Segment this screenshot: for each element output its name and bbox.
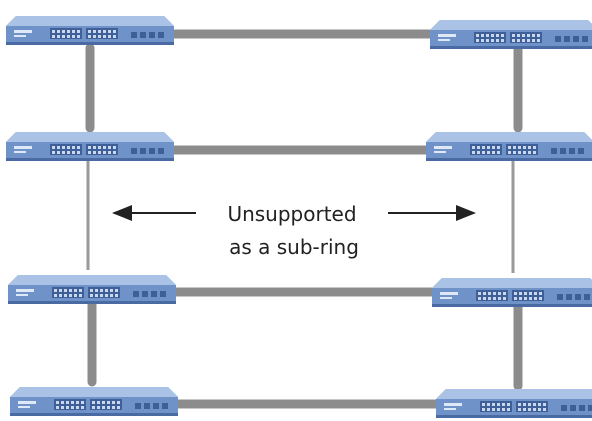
switch-row1-left xyxy=(6,16,174,45)
ring-links xyxy=(85,29,523,409)
switch-row4-right xyxy=(436,389,592,418)
switch-row3-right xyxy=(432,278,592,307)
unsupported-annotation: Unsupported as a sub-ring xyxy=(112,202,476,259)
annotation-line2: as a sub-ring xyxy=(229,235,359,259)
switch-row1-right xyxy=(430,20,592,49)
switch-row2-right xyxy=(426,132,592,161)
annotation-line1: Unsupported xyxy=(227,202,356,226)
switch-row2-left xyxy=(6,132,174,161)
switch-row3-left xyxy=(8,275,176,304)
switch-row4-left xyxy=(10,387,178,416)
